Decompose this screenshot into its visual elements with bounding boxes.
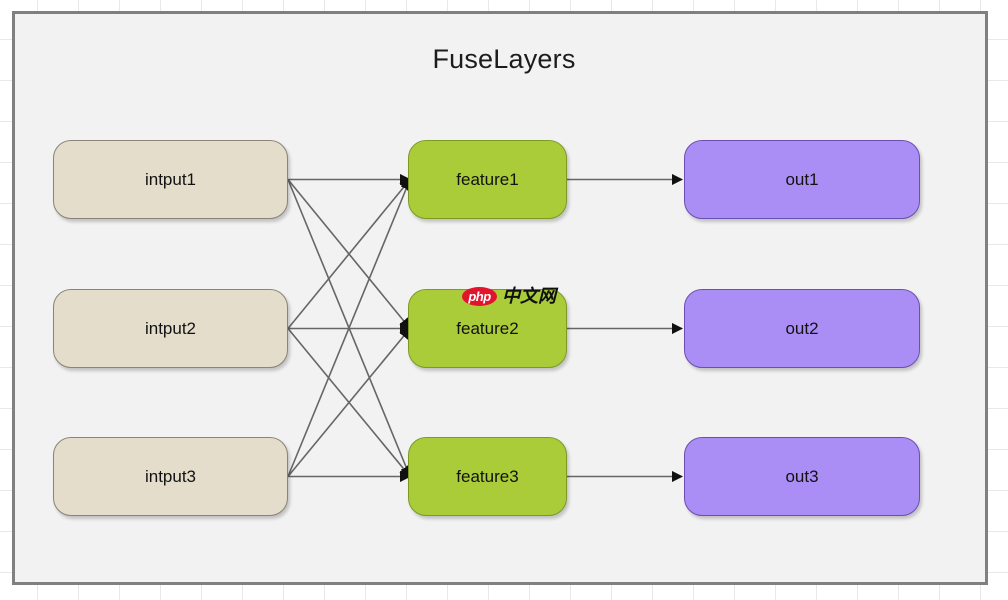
input-node-1-label: intput1 xyxy=(144,169,197,189)
output-node-3-label: out3 xyxy=(785,466,819,486)
feature-node-1-label: feature1 xyxy=(456,169,519,189)
output-node-1-label: out1 xyxy=(785,169,819,189)
output-node-3[interactable]: out3 xyxy=(684,437,920,516)
output-node-1[interactable]: out1 xyxy=(684,140,920,219)
feature-node-3-label: feature3 xyxy=(456,466,519,486)
diagram-title: FuseLayers xyxy=(432,44,576,74)
watermark-text: 中文网 xyxy=(502,285,556,307)
output-node-2[interactable]: out2 xyxy=(684,289,920,368)
feature-node-1[interactable]: feature1 xyxy=(408,140,567,219)
input-node-1[interactable]: intput1 xyxy=(53,140,288,219)
feature-node-2-label: feature2 xyxy=(456,318,519,338)
input-node-2[interactable]: intput2 xyxy=(53,289,288,368)
php-badge-icon: php xyxy=(462,287,497,306)
input-node-3-label: intput3 xyxy=(144,466,197,486)
input-node-3[interactable]: intput3 xyxy=(53,437,288,516)
watermark-logo: php 中文网 xyxy=(462,287,556,306)
feature-node-3[interactable]: feature3 xyxy=(408,437,567,516)
output-node-2-label: out2 xyxy=(785,318,819,338)
input-node-2-label: intput2 xyxy=(144,318,197,338)
